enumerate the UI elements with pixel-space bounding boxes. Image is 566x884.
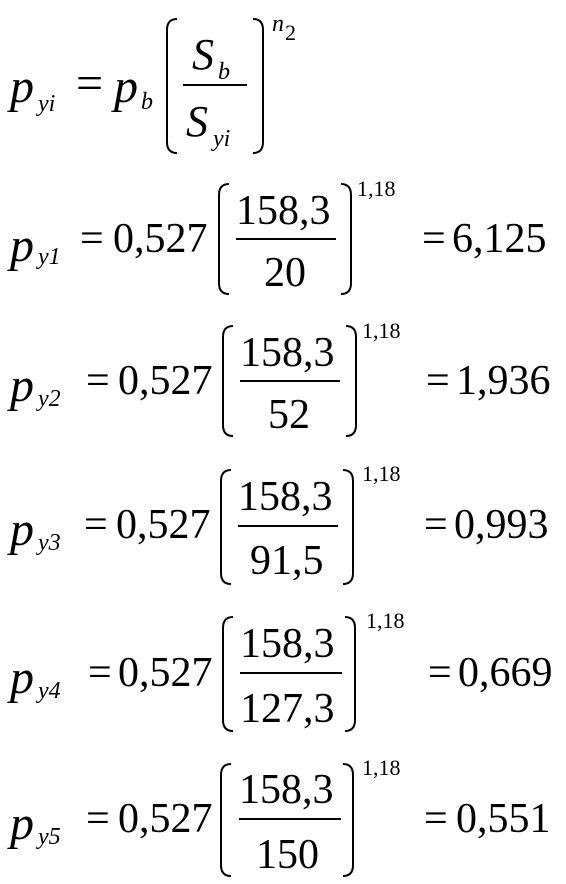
row-subscript: y3	[38, 530, 61, 556]
row-exponent: 1,18	[362, 461, 401, 486]
row-equals-sign-result: =	[428, 650, 452, 696]
row-left-paren	[220, 469, 232, 585]
row-equals-sign-result: =	[424, 502, 448, 548]
row-variable: p	[10, 651, 34, 704]
formula-exponent-subscript: 2	[285, 20, 296, 45]
row-fraction-bar	[240, 672, 342, 674]
row-numerator: 158,3	[236, 188, 331, 234]
formula-denominator-variable: S	[186, 97, 208, 146]
row-right-paren	[340, 183, 352, 295]
row-denominator: 127,3	[240, 686, 335, 732]
formula-lhs-variable: p	[10, 60, 34, 113]
formula-numerator-subscript: b	[218, 59, 230, 85]
row-coefficient: 0,527	[118, 358, 213, 404]
row-fraction-bar	[240, 380, 340, 382]
formula-numerator-variable: S	[192, 30, 214, 79]
row-subscript: y2	[38, 386, 61, 412]
formula-exponent-variable: n	[272, 11, 284, 37]
row-right-paren	[342, 469, 354, 585]
row-denominator: 52	[268, 392, 310, 438]
row-equals-sign: =	[86, 358, 110, 404]
formula-lhs-subscript: yi	[38, 91, 56, 117]
row-coefficient: 0,527	[118, 650, 213, 696]
row-numerator: 158,3	[238, 474, 333, 520]
row-equals-sign-result: =	[422, 216, 446, 262]
row-coefficient: 0,527	[116, 502, 211, 548]
row-denominator: 20	[264, 250, 306, 296]
row-coefficient: 0,527	[118, 796, 213, 842]
row-variable: p	[10, 219, 34, 272]
row-denominator: 150	[256, 832, 319, 878]
row-numerator: 158,3	[239, 767, 334, 813]
row-exponent: 1,18	[357, 176, 396, 201]
row-numerator: 158,3	[240, 330, 335, 376]
row-exponent: 1,18	[362, 755, 401, 780]
row-subscript: y1	[38, 244, 61, 270]
row-numerator: 158,3	[240, 621, 335, 667]
row-subscript: y4	[38, 678, 61, 704]
row-variable: p	[10, 797, 34, 850]
formula-equals-sign: =	[76, 57, 104, 110]
row-fraction-bar	[236, 238, 336, 240]
row-variable: p	[10, 503, 34, 556]
row-equals-sign: =	[84, 502, 108, 548]
row-equals-sign: =	[80, 216, 104, 262]
row-left-paren	[220, 763, 232, 877]
row-result: 1,936	[456, 358, 551, 404]
row-exponent: 1,18	[362, 318, 401, 343]
formula-rhs-subscript: b	[141, 89, 153, 115]
row-equals-sign-result: =	[426, 358, 450, 404]
row-result: 0,551	[456, 796, 551, 842]
row-fraction-bar	[239, 818, 341, 820]
row-left-paren	[222, 325, 234, 437]
row-left-paren	[218, 183, 230, 295]
row-right-paren	[345, 325, 357, 437]
row-left-paren	[222, 616, 234, 732]
row-right-paren	[342, 763, 354, 877]
row-result: 6,125	[452, 216, 547, 262]
row-fraction-bar	[238, 525, 338, 527]
row-variable: p	[10, 359, 34, 412]
row-equals-sign: =	[86, 796, 110, 842]
row-denominator: 91,5	[250, 538, 324, 584]
formula-rhs-variable: p	[114, 60, 138, 113]
row-subscript: y5	[38, 824, 61, 850]
row-result: 0,993	[454, 502, 549, 548]
formula-right-paren	[252, 18, 264, 154]
row-exponent: 1,18	[366, 608, 405, 633]
row-equals-sign-result: =	[424, 796, 448, 842]
row-result: 0,669	[458, 650, 553, 696]
formula-denominator-subscript: yi	[213, 126, 231, 152]
row-coefficient: 0,527	[113, 216, 208, 262]
formula-fraction-bar	[183, 84, 247, 86]
row-right-paren	[344, 616, 356, 732]
formula-left-paren	[166, 18, 178, 154]
row-equals-sign: =	[88, 650, 112, 696]
